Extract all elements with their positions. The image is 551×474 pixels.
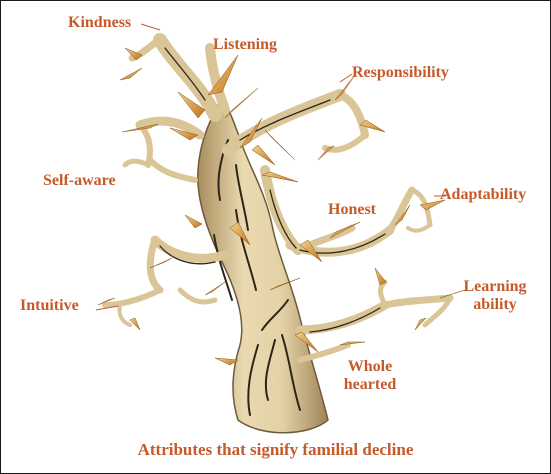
tree-trunk — [198, 98, 328, 433]
label-kindness: Kindness — [68, 14, 131, 32]
label-whole-line2: hearted — [330, 376, 410, 394]
label-listening: Listening — [213, 36, 277, 54]
label-learning-line1: Learning — [456, 278, 534, 296]
label-whole-line1: Whole — [330, 358, 410, 376]
label-whole-hearted: Whole hearted — [330, 358, 410, 394]
diagram-caption: Attributes that signify familial decline — [0, 440, 551, 460]
label-intuitive: Intuitive — [20, 297, 79, 315]
label-learning-line2: ability — [456, 296, 534, 314]
label-honest: Honest — [328, 201, 376, 219]
label-responsibility: Responsibility — [352, 64, 449, 82]
label-learning-ability: Learning ability — [456, 278, 534, 314]
label-adaptability: Adaptability — [440, 186, 526, 204]
label-self-aware: Self-aware — [43, 172, 116, 190]
